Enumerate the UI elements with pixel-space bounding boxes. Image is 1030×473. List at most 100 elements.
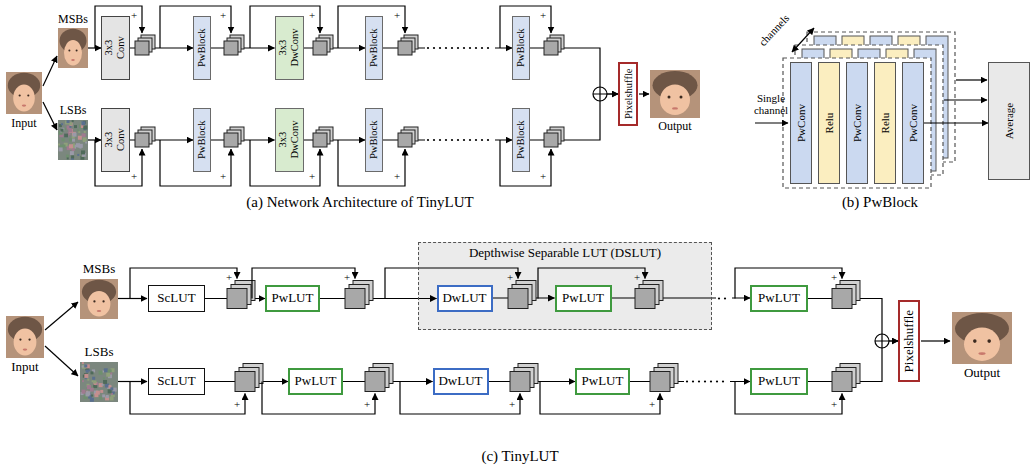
node-label: PwLUT <box>758 374 800 388</box>
photo-eye <box>102 300 104 302</box>
photo-ground <box>58 28 88 68</box>
label-holder: + <box>220 9 226 21</box>
node-label: PwBlock <box>515 121 527 160</box>
conv-box: 3x3 Conv <box>101 108 130 172</box>
ellipsis-dot <box>457 139 459 141</box>
label-holder: + <box>509 398 515 410</box>
node-label: PwBlock <box>515 29 527 68</box>
photo-eye <box>668 95 671 98</box>
photo-noise <box>64 133 68 137</box>
sclut-box: ScLUT <box>148 285 205 312</box>
photo-noise <box>84 373 88 377</box>
label-holder: MSBs <box>58 13 88 26</box>
arrow <box>956 79 987 80</box>
label: MSBs <box>83 262 116 276</box>
node-label: Average <box>1003 103 1015 139</box>
pwblock-box: PwBlock <box>365 108 383 172</box>
node-label: PwLUT <box>562 291 604 305</box>
photo-noise <box>72 148 75 151</box>
arrow <box>43 102 57 130</box>
photo-noise <box>81 380 83 382</box>
node-label: 3x3 Conv <box>103 33 126 63</box>
add-symbol <box>593 87 607 101</box>
node-label: PwLUT <box>582 374 624 388</box>
plus-sign: + <box>394 9 400 21</box>
label-holder: Single channel <box>749 92 793 116</box>
sclut-box: ScLUT <box>148 368 205 395</box>
photo-eye <box>987 339 991 343</box>
photo-noise <box>99 383 103 387</box>
photo-noise <box>106 395 109 398</box>
label: Output <box>658 120 691 133</box>
label-holder: + <box>507 271 513 283</box>
feature-map <box>135 133 149 147</box>
photo-noise <box>82 380 84 382</box>
photo-noise <box>59 147 63 151</box>
ellipsis-dot <box>469 47 471 49</box>
plus-sign: + <box>634 271 640 283</box>
ellipsis-dot <box>451 139 453 141</box>
label-holder: + <box>234 398 240 410</box>
ellipsis-dot <box>439 139 441 141</box>
ellipsis-dot <box>451 47 453 49</box>
label: Input <box>11 117 36 130</box>
feature-map <box>650 372 670 392</box>
photo-noise <box>86 391 90 395</box>
label-holder: + <box>364 398 370 410</box>
photo-noise <box>77 154 79 156</box>
photo-noise <box>72 120 74 122</box>
photo-eye <box>27 94 29 96</box>
photo-eye <box>68 49 70 51</box>
photo-noise <box>66 120 69 123</box>
photo-noise <box>106 373 110 377</box>
ellipsis-dot <box>481 139 483 141</box>
plus-sign: + <box>540 170 546 182</box>
photo-mouth <box>23 349 28 351</box>
caption: (c) TinyLUT <box>481 448 558 465</box>
photo-noise <box>93 380 96 383</box>
average-box: Average <box>988 62 1030 180</box>
plus-sign: + <box>831 398 837 410</box>
photo-noise <box>62 138 65 141</box>
photo-noise <box>76 143 80 147</box>
photo-face <box>88 291 111 317</box>
line-gap <box>684 379 730 384</box>
label-holder: + <box>831 398 837 410</box>
photo-eye <box>680 95 683 98</box>
ellipsis-dot <box>445 139 447 141</box>
photo-noise <box>99 397 102 400</box>
photo-noise <box>110 387 113 390</box>
photo-face <box>13 85 35 112</box>
plus-sign: + <box>394 170 400 182</box>
photo-noise <box>61 128 64 131</box>
label-holder: + <box>344 271 350 283</box>
line-gap <box>425 138 495 143</box>
photo-eye <box>28 338 30 340</box>
dwconv-box: 3x3 DwConv <box>275 16 304 80</box>
photo-noise <box>81 150 85 154</box>
photo-noise <box>64 133 68 137</box>
photo-noise <box>58 143 60 145</box>
dslut-ground <box>418 242 712 330</box>
ellipsis-dot <box>724 297 726 299</box>
label-holder: + <box>540 170 546 182</box>
photo-noise <box>85 141 87 143</box>
photo-noise <box>110 396 114 400</box>
arrow <box>755 122 788 123</box>
photo-eye <box>19 338 21 340</box>
photo-mouth <box>97 310 102 312</box>
photo-noise <box>90 371 93 374</box>
node-label: PwBlock <box>196 121 208 160</box>
label-holder: channels <box>755 24 793 36</box>
photo-noise <box>78 136 82 140</box>
label: LSBs <box>60 104 87 117</box>
photo-ground <box>952 312 1012 364</box>
ellipsis-dot <box>722 380 724 382</box>
feature-map <box>345 289 365 309</box>
photo-noise <box>77 145 80 148</box>
label: Single channel <box>749 92 793 116</box>
label-holder: + <box>831 271 837 283</box>
arrow <box>921 340 950 341</box>
pixelshuffle-box: Pixelshuffle <box>898 300 920 382</box>
